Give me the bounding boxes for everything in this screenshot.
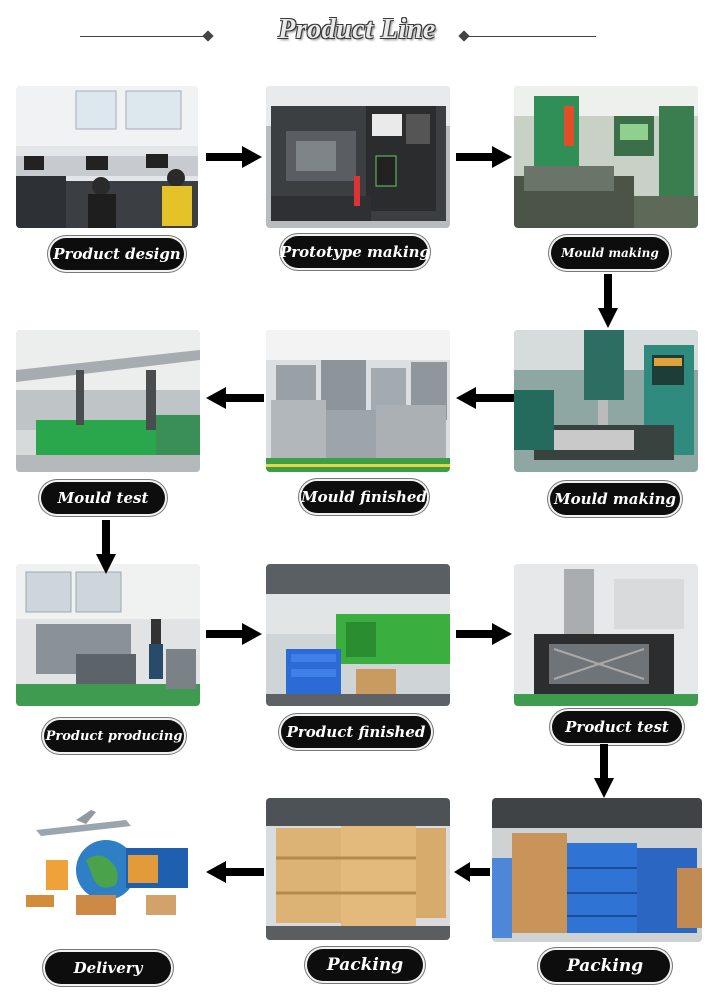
step-10-photo bbox=[492, 798, 702, 942]
step-7-label: Product producing bbox=[44, 720, 184, 752]
step-10-label: Packing bbox=[540, 950, 670, 982]
step-1-photo bbox=[16, 86, 198, 228]
step-4-photo bbox=[514, 330, 698, 472]
step-8-label: Product finished bbox=[281, 716, 431, 748]
arrow-right-3 bbox=[206, 623, 262, 645]
step-3-label: Mould making bbox=[551, 237, 669, 269]
step-1-label: Product design bbox=[50, 238, 184, 270]
arrow-left-4 bbox=[206, 861, 264, 883]
step-11-label: Packing bbox=[307, 949, 423, 981]
step-9-photo bbox=[514, 564, 698, 706]
step-5-photo bbox=[266, 330, 450, 472]
step-2-label: Prototype making bbox=[280, 236, 430, 268]
step-6-label: Mould test bbox=[41, 482, 165, 514]
step-11-photo bbox=[266, 798, 450, 940]
step-7-photo bbox=[16, 564, 200, 706]
step-12-photo bbox=[16, 800, 200, 940]
arrow-right-1 bbox=[206, 146, 262, 168]
arrow-left-3 bbox=[454, 862, 490, 882]
arrow-right-4 bbox=[456, 623, 512, 645]
title-left-line bbox=[80, 36, 206, 37]
step-2-photo bbox=[266, 86, 450, 228]
step-4-label: Mould making bbox=[550, 483, 680, 515]
page-title: Product Line bbox=[278, 14, 436, 45]
arrow-down-3 bbox=[594, 744, 614, 798]
arrow-left-1 bbox=[456, 387, 514, 409]
step-12-label: Delivery bbox=[45, 952, 171, 984]
arrow-down-1 bbox=[598, 274, 618, 328]
arrow-right-2 bbox=[456, 146, 512, 168]
title-right-line bbox=[466, 36, 596, 37]
step-9-label: Product test bbox=[552, 711, 682, 743]
step-3-photo bbox=[514, 86, 698, 228]
arrow-down-2 bbox=[96, 520, 116, 574]
step-8-photo bbox=[266, 564, 450, 706]
step-6-photo bbox=[16, 330, 200, 472]
arrow-left-2 bbox=[206, 387, 264, 409]
step-5-label: Mould finished bbox=[301, 481, 427, 513]
